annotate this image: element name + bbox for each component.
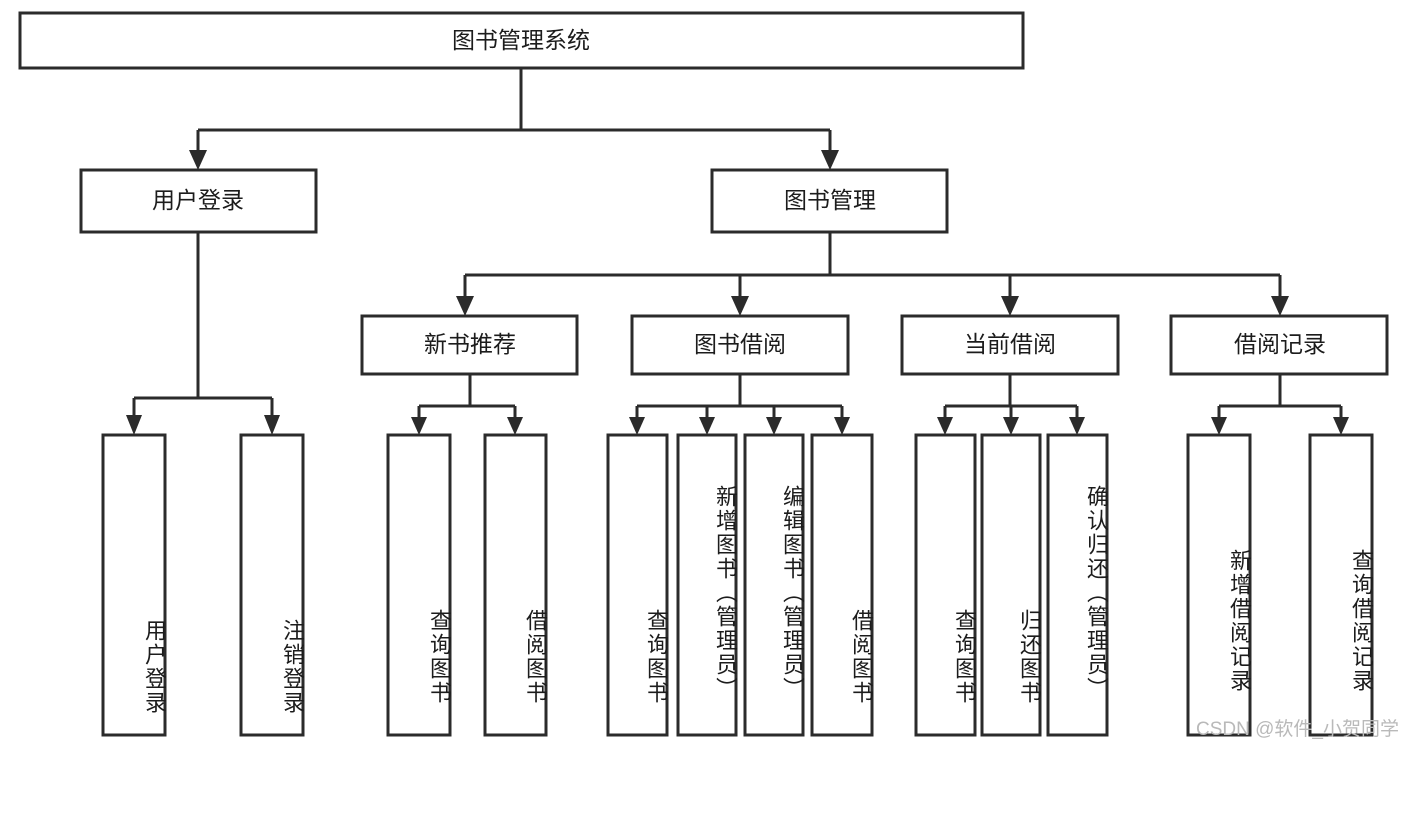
leaf-box-query-book-1[interactable] [386, 433, 452, 737]
csdn-watermark: CSDN @软件_小贺同学 [1196, 719, 1399, 740]
node-book-management-label: 图书管理 [784, 187, 876, 213]
arrowhead-nbr-leaf1 [411, 417, 427, 435]
arrowhead-nbr-leaf2 [507, 417, 523, 435]
leaf-box-logout[interactable] [239, 433, 305, 737]
arrowhead-br-leaf2 [1333, 417, 1349, 435]
arrowhead-book-mgmt [821, 150, 839, 170]
arrowhead-new-book-rec [456, 296, 474, 316]
node-current-borrow[interactable]: 当前借阅 [900, 314, 1120, 376]
leaf-box-borrow-book-2[interactable] [810, 433, 874, 737]
connector-group-current-borrow [937, 374, 1085, 435]
node-book-management-box [710, 168, 949, 234]
arrowhead-book-borrow [731, 296, 749, 316]
leaf-box-query-record[interactable] [1308, 433, 1374, 737]
leaf-box-confirm-return[interactable] [1046, 433, 1109, 737]
leaf-box-edit-book[interactable] [743, 433, 805, 737]
connector-group-borrow-record [1211, 374, 1349, 435]
node-borrow-record[interactable]: 借阅记录 [1169, 314, 1389, 376]
arrowhead-bb-leaf3 [766, 417, 782, 435]
node-book-borrow-box [630, 314, 850, 376]
arrowhead-bb-leaf1 [629, 417, 645, 435]
node-book-borrow-label: 图书借阅 [694, 331, 786, 357]
node-borrow-record-box [1169, 314, 1389, 376]
connector-group-book-mgmt [456, 232, 1289, 316]
leaf-box-add-record[interactable] [1186, 433, 1252, 737]
connector-group-root [189, 68, 839, 170]
node-user-login-box [79, 168, 318, 234]
node-root[interactable]: 图书管理系统 [18, 11, 1025, 70]
node-book-borrow[interactable]: 图书借阅 [630, 314, 850, 376]
leaf-boxes-group [101, 433, 1374, 737]
leaf-box-return-book[interactable] [980, 433, 1042, 737]
leaf-box-query-book-2[interactable] [606, 433, 669, 737]
node-new-book-recommend-label: 新书推荐 [424, 331, 516, 357]
arrowhead-user-login [189, 150, 207, 170]
node-user-login[interactable]: 用户登录 [79, 168, 318, 234]
node-new-book-recommend[interactable]: 新书推荐 [360, 314, 579, 376]
arrowhead-cb-leaf3 [1069, 417, 1085, 435]
connector-group-book-borrow [629, 374, 850, 435]
leaf-box-add-book[interactable] [676, 433, 738, 737]
node-current-borrow-box [900, 314, 1120, 376]
connector-group-user-login [126, 232, 280, 435]
arrowhead-leaf-logout [264, 415, 280, 435]
node-borrow-record-label: 借阅记录 [1234, 331, 1326, 357]
arrowhead-cb-leaf2 [1003, 417, 1019, 435]
arrowhead-cb-leaf1 [937, 417, 953, 435]
node-current-borrow-label: 当前借阅 [964, 331, 1056, 357]
node-user-login-label: 用户登录 [152, 187, 244, 213]
flowchart-diagram: 图书管理系统 用户登录 图书管理 新书推荐 图书借阅 当前借阅 借阅记录 [18, 11, 1399, 740]
tree-diagram-svg: 图书管理系统 用户登录 图书管理 新书推荐 图书借阅 当前借阅 借阅记录 [18, 11, 1389, 737]
arrowhead-bb-leaf2 [699, 417, 715, 435]
node-root-label: 图书管理系统 [452, 27, 590, 53]
connector-group-new-book-rec [411, 374, 523, 435]
leaf-box-borrow-book-1[interactable] [483, 433, 548, 737]
arrowhead-current-borrow [1001, 296, 1019, 316]
node-new-book-recommend-box [360, 314, 579, 376]
arrowhead-bb-leaf4 [834, 417, 850, 435]
node-book-management[interactable]: 图书管理 [710, 168, 949, 234]
arrowhead-borrow-record [1271, 296, 1289, 316]
leaf-box-query-book-3[interactable] [914, 433, 977, 737]
arrowhead-br-leaf1 [1211, 417, 1227, 435]
node-root-box [18, 11, 1025, 70]
arrowhead-leaf-user-login [126, 415, 142, 435]
leaf-box-user-login[interactable] [101, 433, 167, 737]
